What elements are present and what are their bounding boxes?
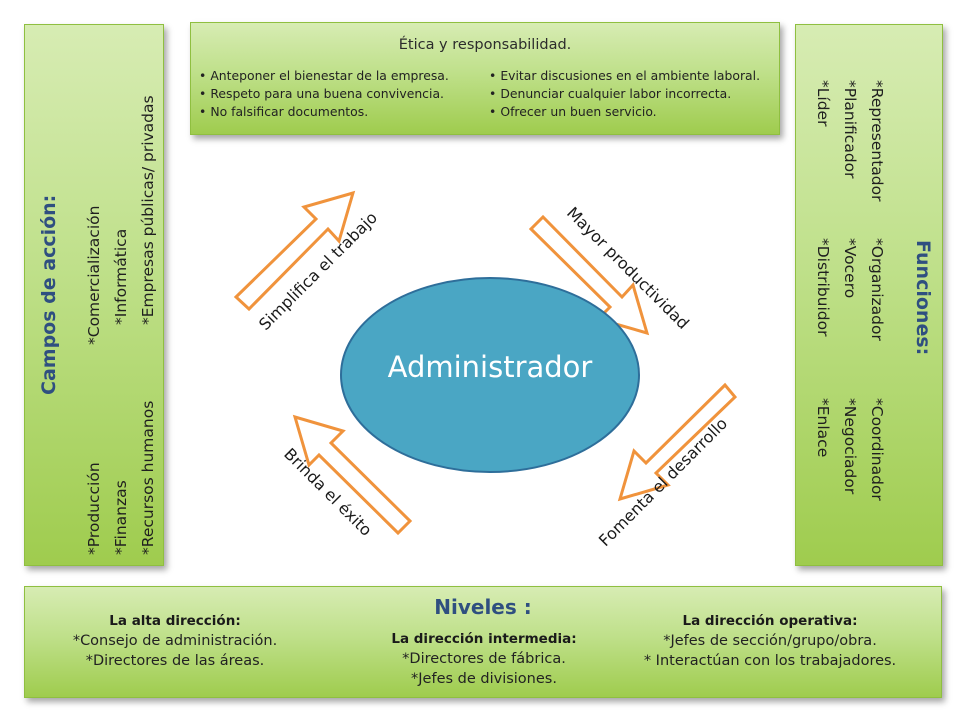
nivel-alta-title: La alta dirección: — [109, 613, 241, 629]
etica-box: Ética y responsabilidad. Anteponer el bi… — [190, 22, 780, 135]
arrow-simplifica — [233, 190, 356, 312]
nivel-line: *Jefes de divisiones. — [411, 671, 557, 687]
etica-right-list: Evitar discusiones en el ambiente labora… — [489, 67, 760, 121]
etica-item: Respeto para una buena convivencia. — [199, 85, 449, 103]
nivel-operativa: La dirección operativa: *Jefes de secció… — [615, 611, 925, 671]
etica-item: Anteponer el bienestar de la empresa. — [199, 67, 449, 85]
arrow-exito — [292, 414, 413, 536]
arrow-desarrollo — [617, 382, 738, 502]
etica-item: Evitar discusiones en el ambiente labora… — [489, 67, 760, 85]
nivel-operativa-title: La dirección operativa: — [682, 613, 858, 629]
funciones-box: Funciones: *Representador *Planificador … — [795, 24, 943, 566]
nivel-line: *Directores de fábrica. — [402, 651, 566, 667]
nivel-intermedia-title: La dirección intermedia: — [391, 631, 577, 647]
nivel-line: * Interactúan con los trabajadores. — [643, 653, 897, 669]
etica-left-list: Anteponer el bienestar de la empresa. Re… — [199, 67, 449, 121]
nivel-intermedia: La dirección intermedia: *Directores de … — [354, 629, 614, 689]
etica-item: Denunciar cualquier labor incorrecta. — [489, 85, 760, 103]
center-label: Administrador — [387, 350, 593, 384]
niveles-box: Niveles : La alta dirección: *Consejo de… — [24, 586, 942, 698]
nivel-line: *Consejo de administración. — [72, 633, 278, 649]
etica-item: No falsificar documentos. — [199, 103, 449, 121]
nivel-line: *Directores de las áreas. — [85, 653, 265, 669]
etica-item: Ofrecer un buen servicio. — [489, 103, 760, 121]
nivel-alta: La alta dirección: *Consejo de administr… — [45, 611, 305, 671]
campos-box: Campos de acción: *Comercialización *Inf… — [24, 24, 164, 566]
etica-title: Ética y responsabilidad. — [398, 37, 572, 53]
nivel-line: *Jefes de sección/grupo/obra. — [663, 633, 877, 649]
arrow-productividad — [528, 214, 650, 336]
niveles-title: Niveles : — [434, 595, 532, 619]
center-ellipse — [340, 277, 640, 473]
